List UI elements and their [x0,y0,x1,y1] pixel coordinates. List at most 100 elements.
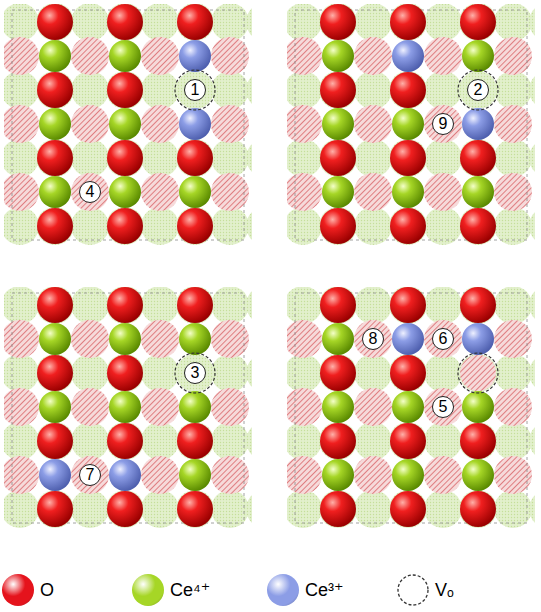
subsurface-o [71,37,109,75]
subsurface-ce [287,207,322,245]
subsurface-ce [176,139,214,177]
ce4-atom [322,323,354,355]
subsurface-ce [71,139,109,177]
lattice-panel [4,4,252,245]
o-atom [390,287,426,323]
ce4-atom [462,176,494,208]
subsurface-ce [4,4,39,41]
subsurface-ce [287,139,322,177]
o-atom [107,491,143,527]
oxygen-vacancy [175,353,215,393]
subsurface-o [494,320,532,358]
ce3-atom [392,40,424,72]
lattice-panels [1,3,541,528]
subsurface-ce [106,422,144,460]
subsurface-ce [389,422,427,460]
subsurface-o [141,173,179,211]
subsurface-ce [36,207,74,245]
ce4-atom [462,459,494,491]
o-atom [320,491,356,527]
ce4-atom [179,391,211,423]
o-atom [177,4,213,40]
o-atom [37,287,73,323]
ce4-atom [109,108,141,140]
subsurface-ce [354,490,392,528]
subsurface-ce [246,490,252,528]
o-atom [390,72,426,108]
subsurface-ce [71,354,109,392]
subsurface-o [494,173,532,211]
subsurface-ce [494,354,532,392]
subsurface-o [71,320,109,358]
callout-number: 4 [79,181,101,203]
o-atom [177,140,213,176]
o-atom [320,72,356,108]
subsurface-ce [424,139,462,177]
vacancy-symbol [398,575,428,605]
subsurface-o [424,173,462,211]
subsurface-o [287,456,322,494]
subsurface-ce [424,287,462,324]
ce4-atom [39,108,71,140]
subsurface-ce [71,490,109,528]
subsurface-ce [106,139,144,177]
subsurface-o [287,388,322,426]
subsurface-ce [494,422,532,460]
subsurface-ce [424,354,462,392]
subsurface-o [211,456,249,494]
o-atom [390,491,426,527]
subsurface-ce [319,4,357,41]
subsurface-o [141,388,179,426]
subsurface-ce [319,71,357,109]
subsurface-ce [106,4,144,41]
supercell-outline [12,293,244,523]
ce4-atom [179,459,211,491]
subsurface-o [424,105,462,143]
subsurface-ce [106,207,144,245]
subsurface-o [424,388,462,426]
subsurface-ce [389,207,427,245]
subsurface-o [354,37,392,75]
legend-label: O [40,579,54,601]
ce4-atom [109,391,141,423]
subsurface-ce [36,490,74,528]
subsurface-ce [529,4,535,41]
ce4-atom [392,176,424,208]
legend-swatch [132,574,164,606]
subsurface-o [141,105,179,143]
subsurface-ce [389,490,427,528]
ce3-atom [462,323,494,355]
ce4-atom [109,176,141,208]
o-atom [177,491,213,527]
subsurface-ce [354,139,392,177]
subsurface-o [354,320,392,358]
subsurface-ce [389,4,427,41]
subsurface-ce [176,422,214,460]
lattice-panel [287,4,535,245]
ce4-atom [322,108,354,140]
o-atom [320,355,356,391]
subsurface-o [354,388,392,426]
subsurface-ce [36,422,74,460]
subsurface-ce [176,71,214,109]
o-atom [37,208,73,244]
o-atom [390,4,426,40]
subsurface-ce [494,207,532,245]
ce4-atom [322,176,354,208]
oxygen-vacancy [458,70,498,110]
callout-number: 8 [362,328,384,350]
subsurface-o [71,388,109,426]
subsurface-ce [4,422,39,460]
subsurface-ce [319,287,357,324]
subsurface-ce [459,71,497,109]
ce3-atom [392,323,424,355]
subsurface-ce [211,4,249,41]
legend-label: Vₒ [435,579,454,601]
o-atom [320,4,356,40]
subsurface-o [211,173,249,211]
subsurface-ce [494,4,532,41]
subsurface-ce [246,4,252,41]
subsurface-o [354,173,392,211]
subsurface-ce [141,354,179,392]
